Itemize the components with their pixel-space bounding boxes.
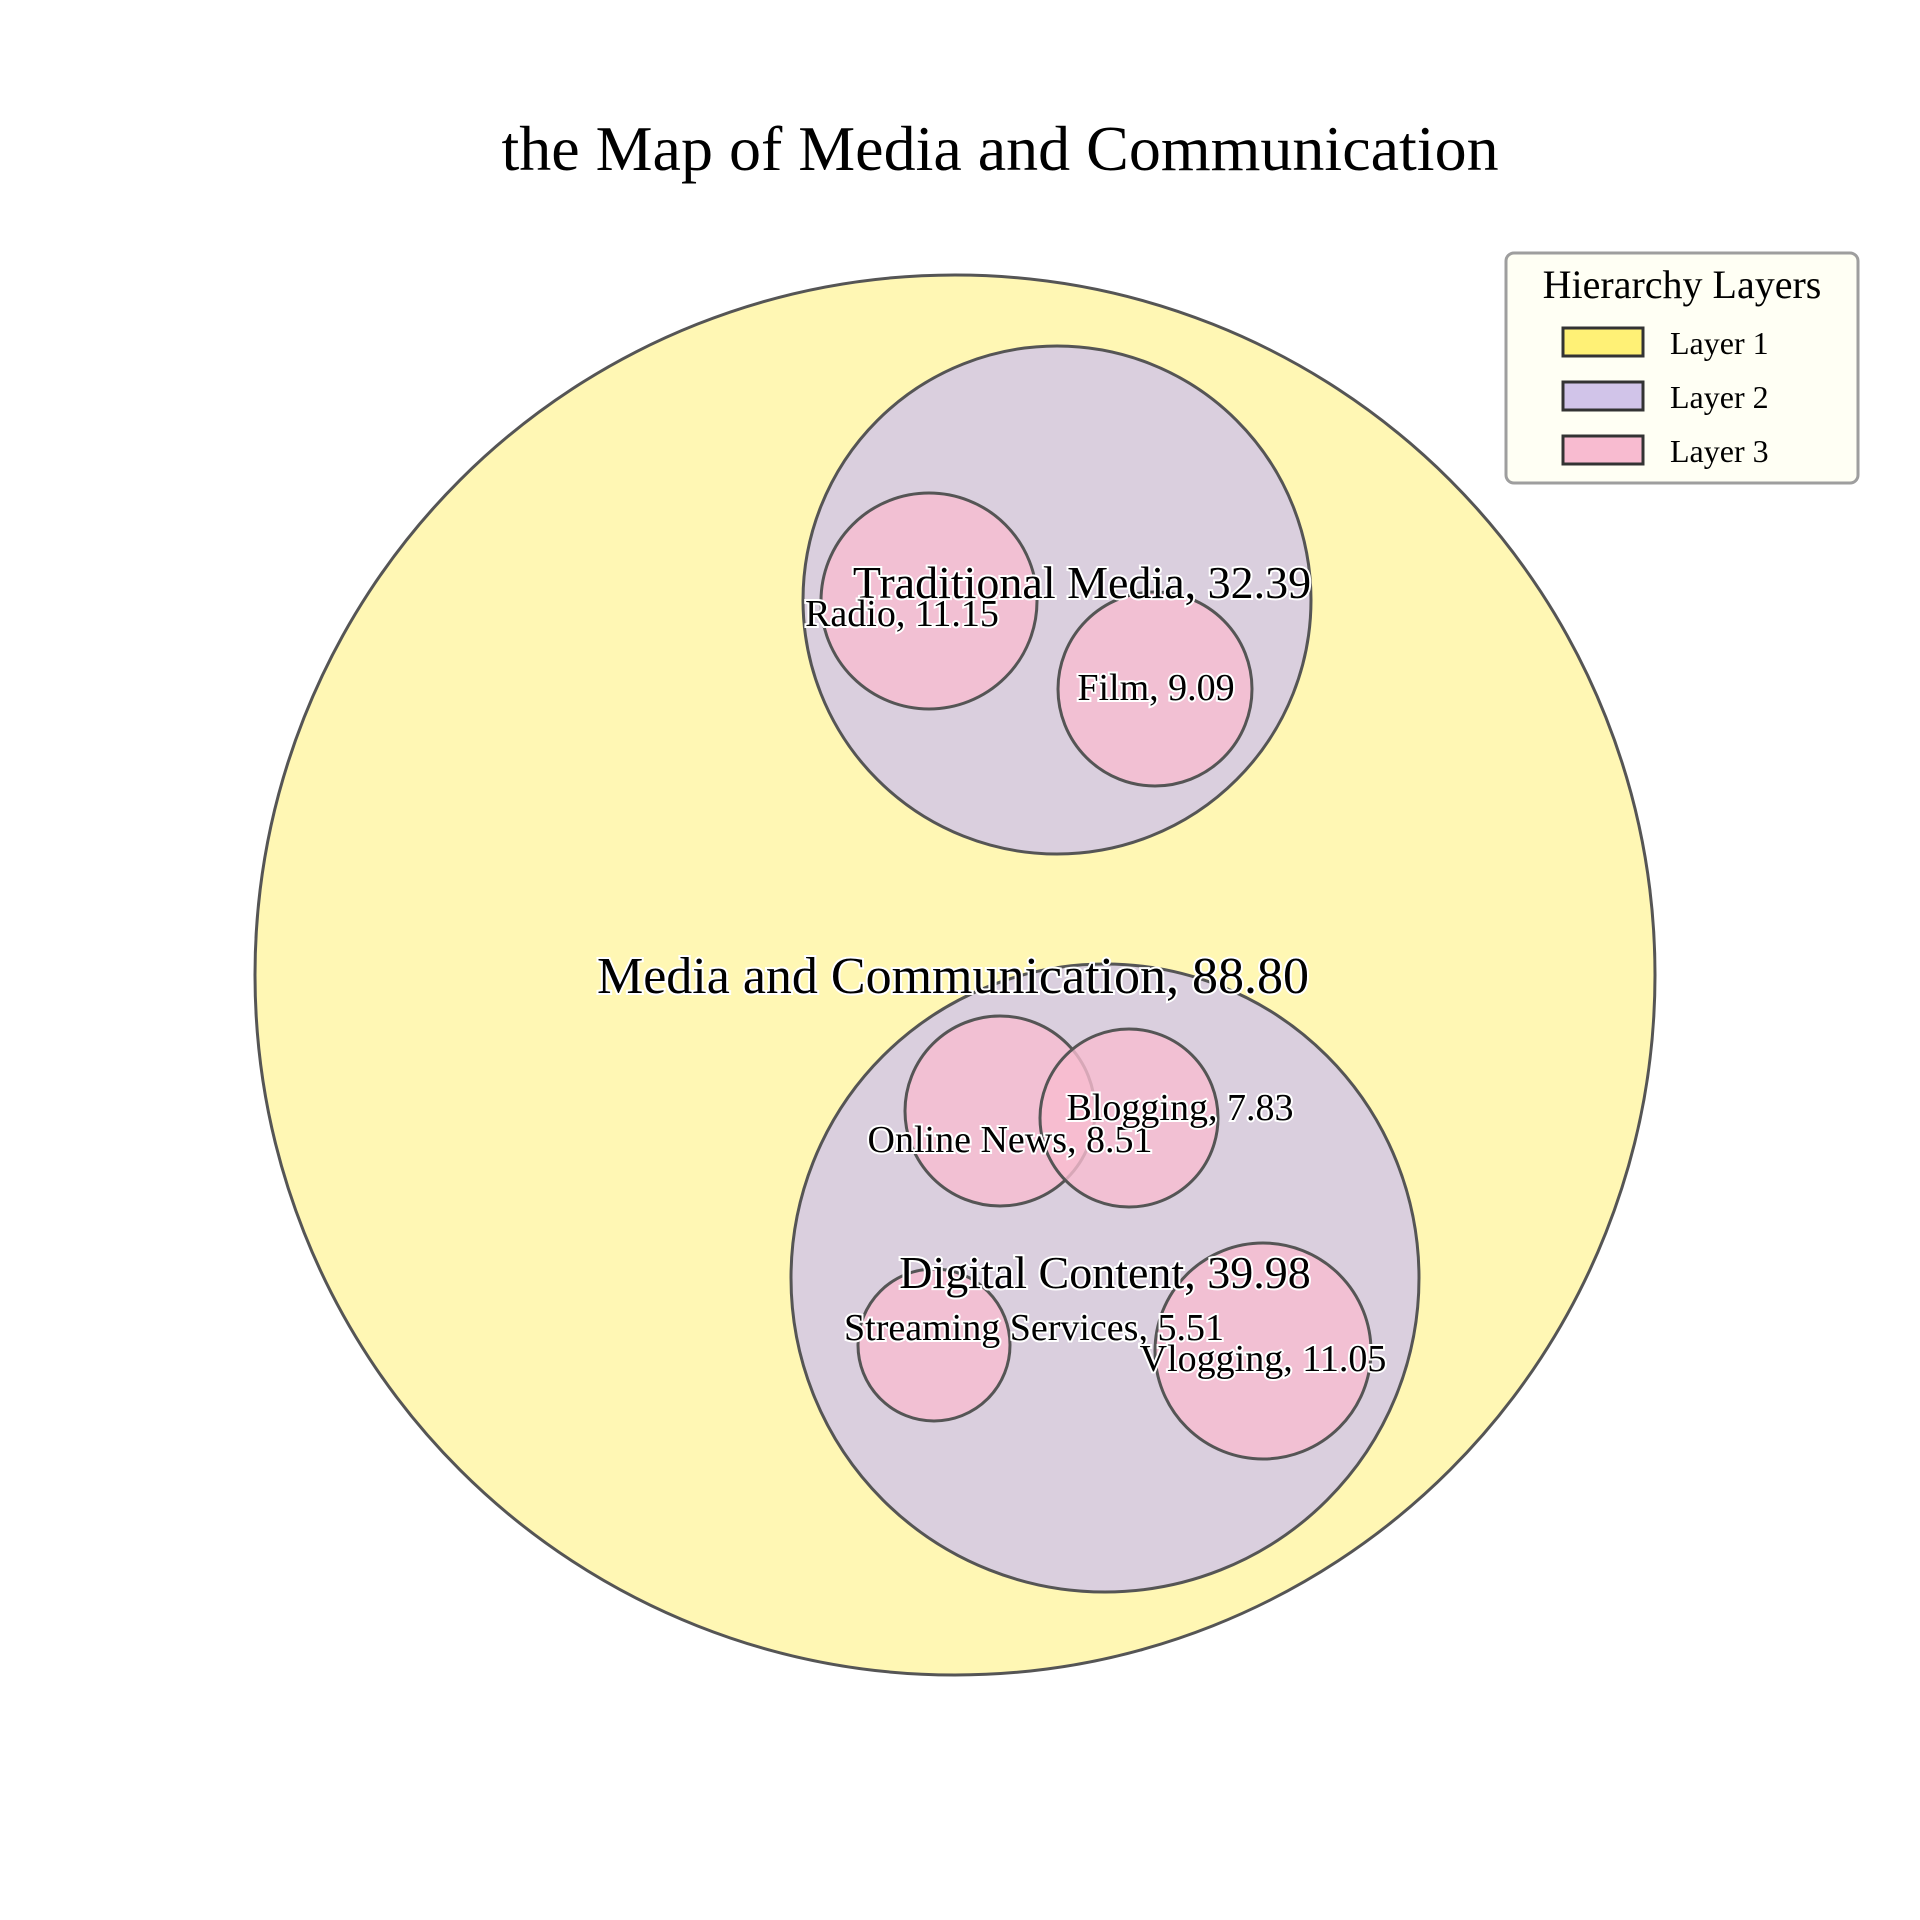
circle-radio (819, 491, 1039, 711)
label-root: Media and Communication, 88.80 (597, 948, 1309, 1005)
label-film: Film, 9.09 (1077, 667, 1234, 709)
circle-vlog (1153, 1241, 1373, 1461)
label-trad: Traditional Media, 32.39 (853, 557, 1311, 608)
legend-title: Hierarchy Layers (1543, 262, 1822, 307)
legend-swatch-layer-3 (1561, 434, 1645, 466)
label-online: Online News, 8.51 (868, 1119, 1153, 1161)
legend-swatch-layer-1 (1561, 326, 1645, 358)
legend-label-layer-1: Layer 1 (1670, 325, 1769, 361)
label-vlog: Vlogging, 11.05 (1140, 1338, 1387, 1380)
circle-stream (856, 1267, 1012, 1423)
legend-swatch-layer-2 (1561, 380, 1645, 412)
circles-layer (253, 273, 1657, 1677)
legend: Hierarchy Layers Layer 1 Layer 2 Layer 3 (1504, 251, 1860, 485)
legend-label-layer-3: Layer 3 (1670, 433, 1769, 469)
labels-layer: Media and Communication, 88.80 Traditiona… (595, 555, 1388, 1382)
label-radio: Radio, 11.15 (805, 593, 999, 635)
circle-film (1056, 590, 1254, 788)
circle-blog (1038, 1027, 1220, 1209)
legend-label-layer-2: Layer 2 (1670, 379, 1769, 415)
chart-title: the Map of Media and Communication (501, 113, 1498, 184)
legend-frame (1504, 251, 1860, 485)
label-blog: Blogging, 7.83 (1067, 1087, 1294, 1129)
label-stream: Streaming Services, 5.51 (844, 1307, 1224, 1349)
label-digi: Digital Content, 39.98 (899, 1247, 1310, 1298)
